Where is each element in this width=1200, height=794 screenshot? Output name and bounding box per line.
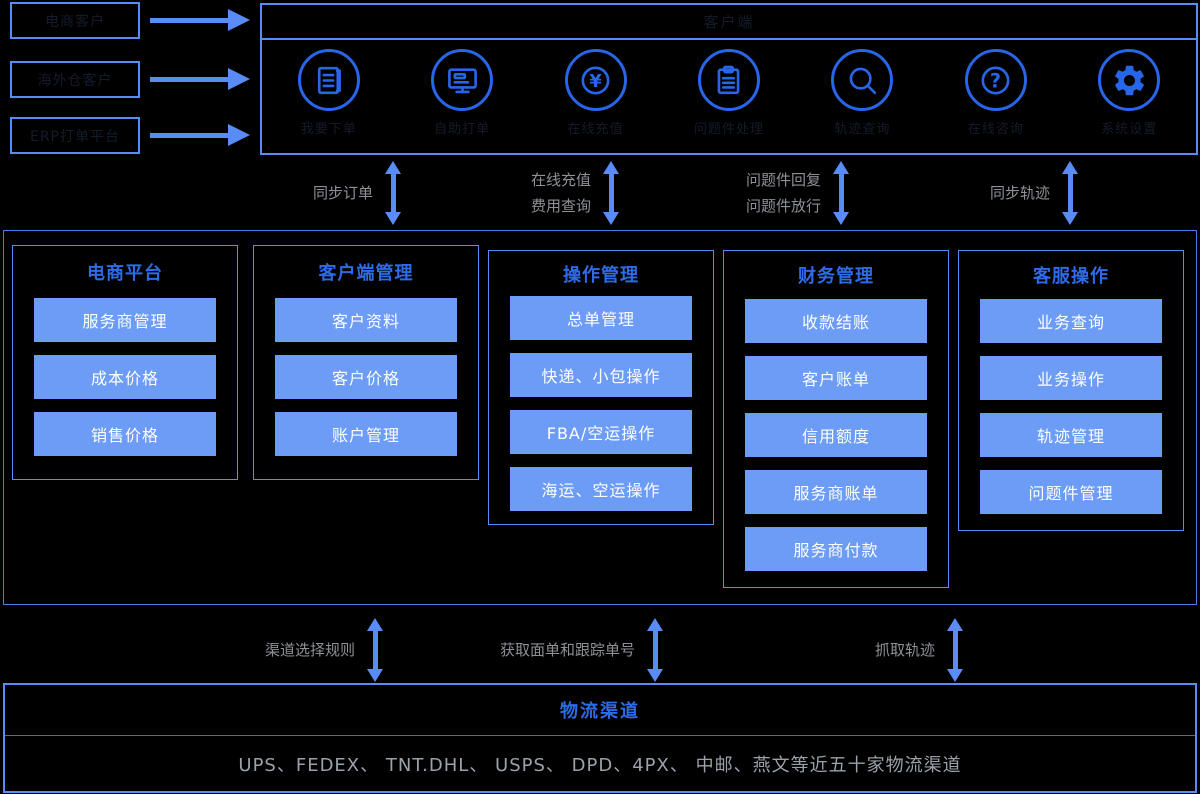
- module-item: 服务商管理: [34, 298, 216, 342]
- sync-link-orders: 同步订单: [313, 160, 402, 226]
- sync-link-problem: 问题件回复 问题件放行: [746, 160, 850, 226]
- feature-label: 问题件处理: [693, 122, 764, 137]
- sync-link-label: 抓取轨迹: [875, 641, 936, 659]
- monitor-icon: [431, 49, 494, 111]
- module-item: 销售价格: [34, 412, 216, 456]
- source-box-2-label: 海外仓客户: [37, 72, 113, 89]
- module-item: 服务商账单: [745, 470, 927, 514]
- module-title: 操作管理: [563, 264, 639, 286]
- system-container: [3, 230, 1197, 605]
- module-item: 海运、空运操作: [510, 467, 692, 511]
- module-client-management: 客户端管理 客户资料 客户价格 账户管理: [253, 245, 479, 480]
- client-panel: 客户端 我要下单: [260, 3, 1198, 155]
- module-item: 客户资料: [275, 298, 457, 342]
- sync-link-labels-tracking: 获取面单和跟踪单号: [500, 617, 664, 683]
- module-ecommerce-platform: 电商平台 服务商管理 成本价格 销售价格: [12, 245, 238, 480]
- module-finance-management: 财务管理 收款结账 客户账单 信用额度 服务商账单 服务商付款: [723, 250, 949, 588]
- order-form-icon: [297, 49, 360, 111]
- client-feature-row: 我要下单 自助打单 ¥ 在线充值: [262, 40, 1196, 153]
- question-icon: ?: [964, 49, 1027, 111]
- double-arrow-vertical-icon: [947, 618, 964, 682]
- svg-text:?: ?: [990, 69, 1001, 92]
- module-item: FBA/空运操作: [510, 410, 692, 454]
- feature-problem-handling: 问题件处理: [662, 40, 795, 153]
- module-item: 客户价格: [275, 355, 457, 399]
- channels-list: UPS、FEDEX、 TNT.DHL、 USPS、 DPD、4PX、 中邮、燕文…: [238, 754, 962, 776]
- module-item: 总单管理: [510, 296, 692, 340]
- feature-label: 自助打单: [434, 122, 491, 137]
- module-operation-management: 操作管理 总单管理 快递、小包操作 FBA/空运操作 海运、空运操作: [488, 250, 714, 525]
- module-title: 客服操作: [1033, 266, 1109, 287]
- sync-link-channel-rules: 渠道选择规则: [265, 617, 384, 683]
- arrow-right-icon: [150, 124, 250, 146]
- sync-link-label: 费用查询: [531, 197, 592, 215]
- module-item: 成本价格: [34, 355, 216, 399]
- gear-icon: [1098, 49, 1161, 111]
- sync-link-label: 同步订单: [313, 184, 374, 202]
- module-customer-service: 客服操作 业务查询 业务操作 轨迹管理 问题件管理: [958, 250, 1184, 531]
- module-item: 快递、小包操作: [510, 353, 692, 397]
- source-box-1-label: 电商客户: [45, 13, 105, 30]
- sync-link-label: 问题件放行: [746, 197, 822, 215]
- double-arrow-vertical-icon: [647, 618, 664, 682]
- svg-text:¥: ¥: [589, 71, 602, 91]
- module-item: 收款结账: [745, 299, 927, 343]
- double-arrow-vertical-icon: [603, 161, 620, 225]
- feature-settings: 系统设置: [1063, 40, 1196, 153]
- double-arrow-vertical-icon: [833, 161, 850, 225]
- source-box-2: 海外仓客户: [10, 61, 140, 98]
- sync-link-label: 渠道选择规则: [265, 641, 356, 659]
- sync-link-track: 同步轨迹: [990, 160, 1079, 226]
- feature-place-order: 我要下单: [262, 40, 395, 153]
- channels-panel-title: 物流渠道: [5, 685, 1195, 736]
- yuan-icon: ¥: [564, 49, 627, 111]
- module-title: 财务管理: [798, 266, 874, 287]
- sync-link-label: 在线充值: [531, 171, 592, 189]
- source-box-1: 电商客户: [10, 2, 140, 39]
- double-arrow-vertical-icon: [367, 618, 384, 682]
- sync-link-grab-track: 抓取轨迹: [875, 617, 964, 683]
- feature-recharge: ¥ 在线充值: [529, 40, 662, 153]
- feature-track-query: 轨迹查询: [796, 40, 929, 153]
- feature-label: 在线咨询: [967, 122, 1024, 137]
- arrow-right-icon: [150, 9, 250, 31]
- module-item: 客户账单: [745, 356, 927, 400]
- client-panel-title: 客户端: [262, 5, 1196, 40]
- source-box-3-label: ERP打单平台: [29, 128, 120, 145]
- clipboard-icon: [697, 49, 760, 111]
- sync-link-label: 获取面单和跟踪单号: [500, 641, 636, 659]
- module-item: 业务操作: [980, 356, 1162, 400]
- feature-label: 我要下单: [300, 122, 357, 137]
- sync-link-recharge: 在线充值 费用查询: [531, 160, 620, 226]
- module-title: 客户端管理: [318, 263, 414, 284]
- feature-label: 系统设置: [1101, 122, 1158, 137]
- source-box-3: ERP打单平台: [10, 117, 140, 154]
- module-item: 轨迹管理: [980, 413, 1162, 457]
- module-item: 问题件管理: [980, 470, 1162, 514]
- sync-link-label: 问题件回复: [746, 171, 822, 189]
- feature-self-print: 自助打单: [395, 40, 528, 153]
- module-title: 电商平台: [87, 263, 163, 284]
- feature-label: 在线充值: [567, 122, 624, 137]
- double-arrow-vertical-icon: [385, 161, 402, 225]
- module-item: 服务商付款: [745, 527, 927, 571]
- feature-online-help: ? 在线咨询: [929, 40, 1062, 153]
- sync-link-label: 同步轨迹: [990, 184, 1051, 202]
- channels-panel: 物流渠道 UPS、FEDEX、 TNT.DHL、 USPS、 DPD、4PX、 …: [3, 683, 1197, 793]
- double-arrow-vertical-icon: [1062, 161, 1079, 225]
- arrow-right-icon: [150, 68, 250, 90]
- module-item: 业务查询: [980, 299, 1162, 343]
- feature-label: 轨迹查询: [834, 122, 891, 137]
- module-item: 信用额度: [745, 413, 927, 457]
- search-icon: [831, 49, 894, 111]
- module-item: 账户管理: [275, 412, 457, 456]
